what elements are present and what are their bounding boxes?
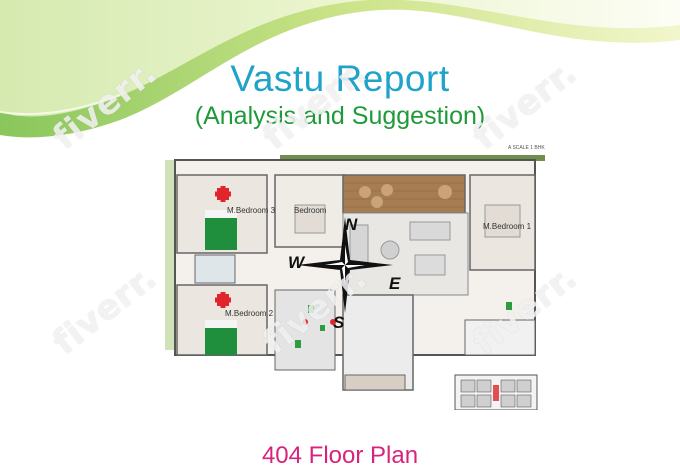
compass-south: S	[333, 313, 345, 332]
compass-north: N	[345, 215, 358, 234]
report-title: Vastu Report	[230, 58, 450, 99]
kitchen	[342, 294, 414, 391]
label-bedroom-3: M.Bedroom 3	[227, 206, 276, 215]
decorative-background	[0, 0, 680, 138]
key-plan	[454, 374, 538, 410]
compass-east: E	[389, 274, 401, 293]
label-bedroom-1: M.Bedroom 1	[483, 222, 532, 231]
floor-plan-title: 404 Floor Plan	[261, 442, 419, 469]
compass-west: W	[288, 253, 306, 272]
service-room	[464, 319, 536, 356]
toilet	[194, 254, 236, 284]
scale-note: A SCALE 1 BHK	[508, 145, 545, 151]
report-subtitle: (Analysis and Suggestion)	[194, 102, 486, 130]
floor-plan: M.Bedroom 3 Bedroom M.Bedroom 1 M.Bedroo…	[165, 155, 545, 410]
label-bedroom-2: M.Bedroom 2	[225, 309, 274, 318]
compass-rose	[297, 217, 393, 313]
label-bedroom: Bedroom	[294, 206, 327, 215]
balcony-strip	[280, 155, 545, 161]
